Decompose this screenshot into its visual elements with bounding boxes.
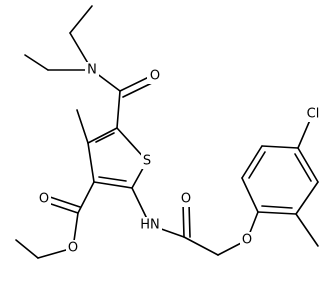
oxygen-atom: O	[240, 232, 254, 248]
atom-label: O	[150, 69, 160, 84]
atom-label: O	[242, 233, 252, 248]
oxygen-atom: O	[37, 191, 51, 207]
bond	[93, 181, 133, 189]
atom-label: S	[143, 154, 151, 169]
oxygen-atom: O	[179, 191, 193, 207]
bond	[77, 181, 95, 214]
bond	[297, 119, 311, 149]
nitrogen-atom: N	[85, 62, 99, 78]
atom-label: Cl	[307, 107, 320, 122]
bond	[116, 90, 121, 129]
atom-label: O	[181, 192, 191, 207]
nh-group: HN	[138, 217, 162, 233]
sulfur-atom: S	[141, 153, 154, 169]
bond-layer	[15, 5, 319, 259]
bond	[24, 54, 49, 71]
bond	[46, 195, 81, 208]
bond	[87, 127, 118, 144]
bond	[261, 145, 299, 149]
bond	[15, 239, 39, 259]
bond	[295, 181, 319, 215]
atom-label-layer: N O S O O HN O O	[37, 62, 323, 256]
bond	[295, 213, 319, 247]
bond	[69, 5, 93, 34]
atom-label: O	[68, 241, 78, 256]
bond	[294, 153, 312, 182]
bond	[95, 132, 115, 143]
bond	[257, 211, 297, 215]
bond	[241, 145, 263, 179]
oxygen-atom: O	[147, 68, 161, 84]
oxygen-atom: O	[66, 240, 80, 256]
bond	[183, 236, 219, 256]
bond	[297, 147, 319, 183]
atom-label: N	[87, 63, 97, 78]
bond	[241, 177, 259, 213]
bond	[248, 151, 266, 179]
atom-label: HN	[140, 218, 160, 233]
bond	[98, 176, 127, 182]
bond	[76, 109, 89, 144]
bond	[188, 202, 191, 238]
bond	[87, 142, 95, 183]
chlorine-atom: Cl	[303, 106, 323, 122]
atom-label: O	[39, 192, 49, 207]
bond	[182, 202, 185, 238]
bond	[261, 205, 293, 209]
